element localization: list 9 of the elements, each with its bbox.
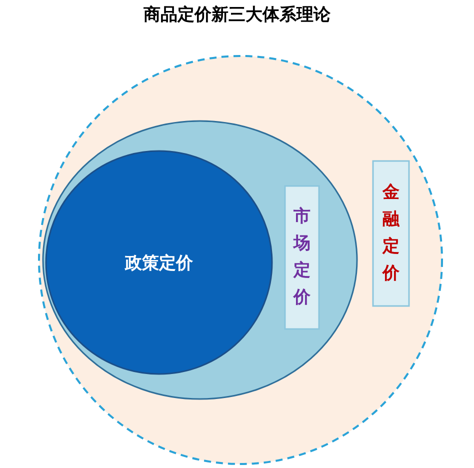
label-box [372, 160, 410, 307]
dashed-circle [38, 55, 443, 465]
node-label: 金融定价 [382, 181, 400, 286]
label-box [284, 185, 320, 330]
ellipse [42, 120, 358, 400]
node-label: 市场定价 [294, 205, 310, 310]
node-label: 政策定价 [125, 252, 193, 274]
ellipse [45, 150, 273, 375]
title: 商品定价新三大体系理论 [142, 4, 332, 26]
